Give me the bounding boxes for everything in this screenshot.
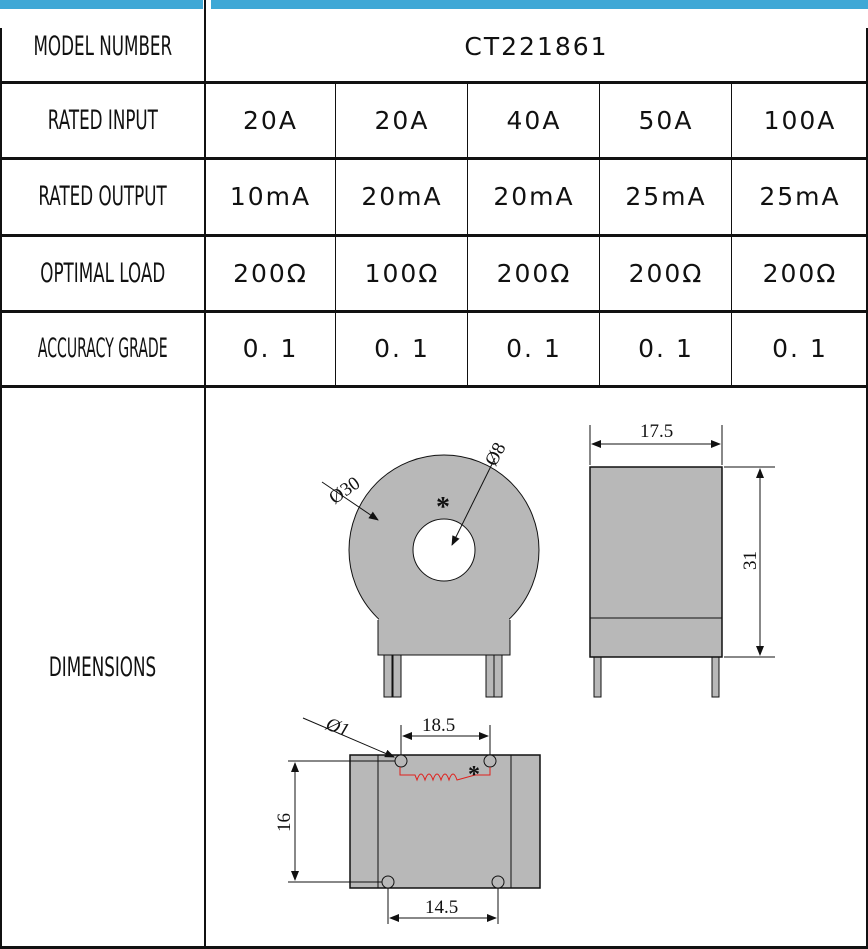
rated-input-value: 20A: [205, 82, 336, 158]
rated-input-value: 100A: [732, 82, 868, 158]
divider: [0, 385, 868, 388]
rated-output-value: 20mA: [468, 158, 600, 235]
rated-input-value: 40A: [468, 82, 600, 158]
value-text: 40A: [506, 105, 562, 135]
divider: [599, 82, 600, 386]
accuracy-grade-value: 0. 1: [600, 311, 732, 386]
accuracy-grade-value: 0. 1: [336, 311, 468, 386]
coil-symbol: [399, 767, 491, 782]
rated-output-value: 25mA: [732, 158, 868, 235]
value-text: 50A: [638, 105, 694, 135]
optimal-load-value: 200Ω: [732, 235, 868, 311]
rated-output-value: 10mA: [205, 158, 336, 235]
value-text: 100Ω: [364, 258, 440, 288]
divider: [335, 82, 336, 386]
divider: [0, 310, 868, 313]
value-text: 200Ω: [233, 258, 308, 288]
value-text: 0. 1: [374, 334, 430, 363]
label-optimal-load: OPTIMAL LOAD: [0, 235, 205, 311]
pin-spacing-top-label: 18.5: [422, 715, 455, 736]
model-number-value: CT221861: [205, 10, 868, 82]
polarity-mark: *: [436, 492, 450, 523]
height-label: 31: [740, 551, 761, 570]
rated-input-value: 20A: [336, 82, 468, 158]
label-text: RATED INPUT: [47, 104, 158, 136]
value-text: 20mA: [493, 182, 575, 211]
value-text: 200Ω: [628, 258, 704, 288]
pin-spacing-bottom-label: 14.5: [425, 897, 458, 918]
value-text: 0. 1: [638, 334, 694, 363]
optimal-load-value: 100Ω: [336, 235, 468, 311]
accuracy-grade-value: 0. 1: [205, 311, 336, 386]
accuracy-grade-value: 0. 1: [732, 311, 868, 386]
value-text: 20A: [374, 105, 430, 135]
value-text: 20A: [243, 105, 298, 135]
accuracy-grade-value: 0. 1: [468, 311, 600, 386]
divider: [0, 946, 868, 949]
value-text: 200Ω: [496, 258, 572, 288]
label-text: RATED OUTPUT: [38, 181, 167, 212]
value-text: 20mA: [361, 182, 443, 211]
label-rated-input: RATED INPUT: [0, 82, 205, 158]
value-text: 0. 1: [772, 334, 828, 363]
label-accuracy-grade: ACCURACY GRADE: [0, 311, 205, 386]
value-text: 25mA: [625, 182, 707, 211]
divider: [0, 81, 868, 84]
width-label: 17.5: [640, 421, 673, 442]
bottom-view: * 18.5 Ø1 14.5 16: [274, 713, 541, 924]
optimal-load-value: 200Ω: [205, 235, 336, 311]
divider: [0, 157, 868, 160]
value-text: 0. 1: [242, 334, 299, 363]
divider: [731, 82, 732, 386]
optimal-load-value: 200Ω: [468, 235, 600, 311]
divider: [0, 234, 868, 237]
value-text: 25mA: [759, 182, 841, 211]
divider: [866, 28, 868, 949]
value-text: CT221861: [464, 31, 609, 61]
label-text: ACCURACY GRADE: [37, 333, 168, 364]
label-dimensions: DIMENSIONS: [0, 386, 205, 949]
label-model-number: MODEL NUMBER: [0, 10, 205, 82]
value-text: 100A: [763, 105, 837, 135]
accent-bar-right: [211, 0, 868, 9]
rated-input-value: 50A: [600, 82, 732, 158]
outer-diameter-label: Ø30: [325, 473, 364, 509]
label-text: DIMENSIONS: [48, 652, 157, 683]
optimal-load-value: 200Ω: [600, 235, 732, 311]
side-view: 17.5 31: [589, 421, 775, 698]
pin-row-spacing-label: 16: [274, 813, 295, 832]
label-text: MODEL NUMBER: [33, 30, 172, 62]
label-text: OPTIMAL LOAD: [40, 257, 165, 289]
value-text: 10mA: [229, 182, 312, 211]
value-text: 0. 1: [506, 334, 562, 363]
rated-output-value: 25mA: [600, 158, 732, 235]
label-rated-output: RATED OUTPUT: [0, 158, 205, 235]
divider: [204, 0, 206, 949]
value-text: 200Ω: [762, 258, 838, 288]
divider: [467, 82, 468, 386]
accent-bar-left: [0, 0, 203, 9]
front-view: Ø30 Ø8 *: [321, 439, 540, 698]
divider: [0, 28, 2, 949]
rated-output-value: 20mA: [336, 158, 468, 235]
polarity-mark: *: [468, 762, 480, 788]
